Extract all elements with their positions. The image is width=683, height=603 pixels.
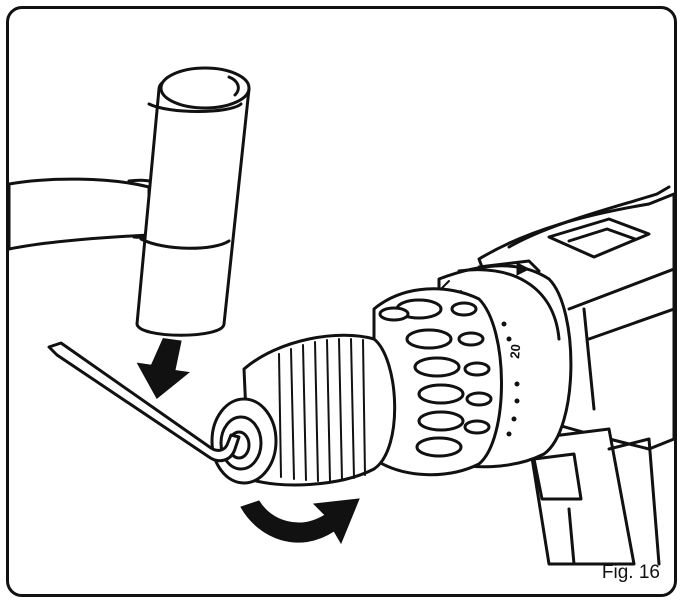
hammer-icon [9, 66, 251, 337]
ring-grip-ovals [378, 298, 493, 458]
figure-caption: Fig. 16 [601, 562, 660, 583]
rotation-arrow-icon [240, 498, 360, 545]
torque-dial-label: 20 [507, 344, 523, 360]
down-arrow-icon [136, 338, 190, 400]
hex-key-icon [47, 341, 241, 463]
figure-frame: 20 [6, 6, 677, 597]
chuck-ribs [278, 338, 366, 482]
drill-chuck [210, 333, 397, 487]
speed-ring [372, 287, 503, 477]
illustration: 20 [9, 66, 674, 566]
